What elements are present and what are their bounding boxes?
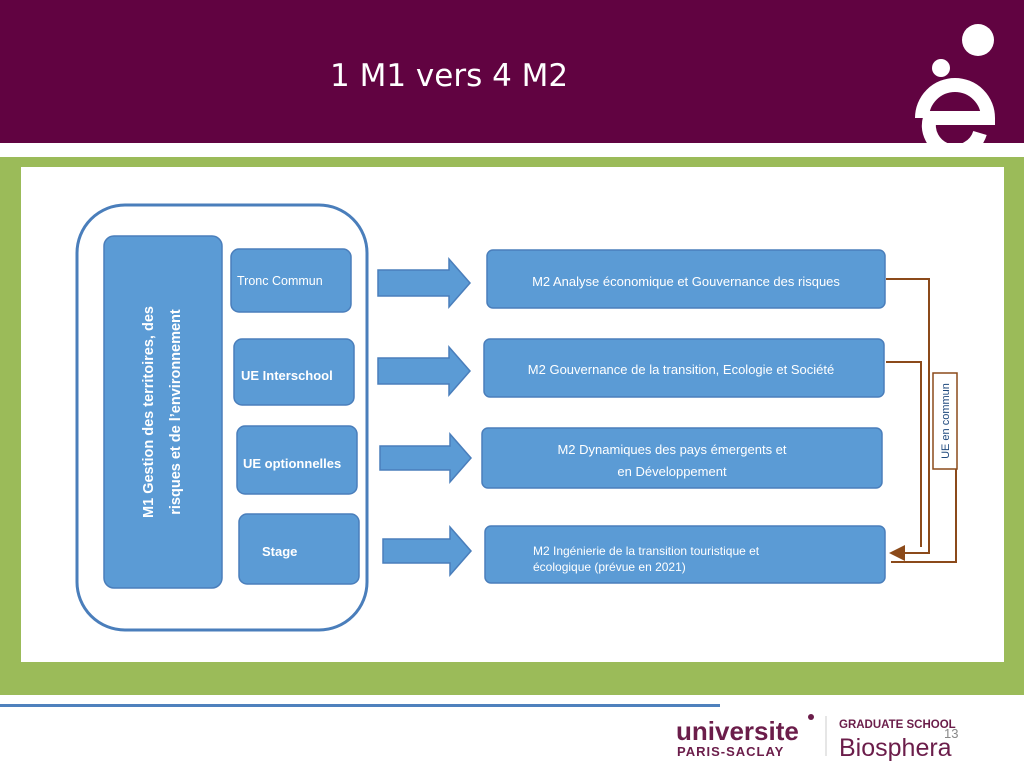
universite-wordmark: universite bbox=[676, 716, 799, 746]
page-number: 13 bbox=[944, 726, 959, 741]
m2-label-analyse: M2 Analyse économique et Gouvernance des… bbox=[532, 274, 840, 289]
module-label-tronc-commun: Tronc Commun bbox=[237, 274, 323, 288]
graduate-school-label: GRADUATE SCHOOL bbox=[839, 719, 956, 731]
arrow-3 bbox=[379, 432, 472, 484]
module-label-stage: Stage bbox=[262, 544, 297, 559]
module-label-ue-interschool: UE Interschool bbox=[241, 368, 333, 383]
diagram-canvas: M1 Gestion des territoires, des risques … bbox=[75, 203, 958, 632]
m2-label-dynamiques-line2: en Développement bbox=[617, 464, 727, 479]
footer-divider bbox=[0, 704, 720, 707]
slide-header: 1 M1 vers 4 M2 bbox=[0, 0, 1024, 143]
module-label-ue-optionnelles: UE optionnelles bbox=[243, 456, 341, 471]
arrow-4 bbox=[382, 525, 472, 577]
module-box-stage bbox=[238, 513, 360, 585]
header-divider bbox=[0, 143, 1024, 157]
slide-title: 1 M1 vers 4 M2 bbox=[330, 58, 569, 94]
biosphera-wordmark: Biosphera bbox=[839, 734, 952, 762]
m2-label-ingenierie-line1: M2 Ingénierie de la transition touristiq… bbox=[533, 544, 760, 558]
connector-second bbox=[886, 361, 922, 547]
paris-saclay-wordmark: PARIS-SACLAY bbox=[677, 744, 784, 759]
footer-logos: universite PARIS-SACLAY GRADUATE SCHOOL … bbox=[676, 714, 956, 762]
m2-label-gouvernance: M2 Gouvernance de la transition, Ecologi… bbox=[528, 362, 834, 377]
shared-ue-box bbox=[932, 372, 958, 470]
m2-box-gouvernance bbox=[483, 338, 885, 398]
program-diagram: M1 Gestion des territoires, des risques … bbox=[21, 167, 1004, 662]
m2-label-dynamiques-line1: M2 Dynamiques des pays émergents et bbox=[557, 442, 786, 457]
module-box-ue-interschool bbox=[233, 338, 355, 406]
module-box-tronc-commun bbox=[230, 248, 352, 313]
saclay-dot-icon bbox=[808, 714, 814, 720]
m1-box bbox=[103, 235, 223, 589]
m2-box-ingenierie bbox=[484, 525, 886, 584]
connector-top bbox=[886, 278, 930, 561]
arrow-1 bbox=[377, 257, 471, 309]
arrow-2 bbox=[377, 345, 471, 397]
m2-box-analyse bbox=[486, 249, 886, 309]
m2-box-dynamiques bbox=[481, 427, 883, 489]
m2-label-ingenierie-line2: écologique (prévue en 2021) bbox=[533, 560, 686, 574]
module-box-ue-optionnelles bbox=[236, 425, 358, 495]
shared-ue-label: UE en commun bbox=[940, 383, 952, 459]
e-logo-icon bbox=[915, 24, 996, 143]
m1-label-line2: risques et de l’environnement bbox=[168, 309, 184, 515]
m1-label-line1: M1 Gestion des territoires, des bbox=[141, 306, 157, 518]
